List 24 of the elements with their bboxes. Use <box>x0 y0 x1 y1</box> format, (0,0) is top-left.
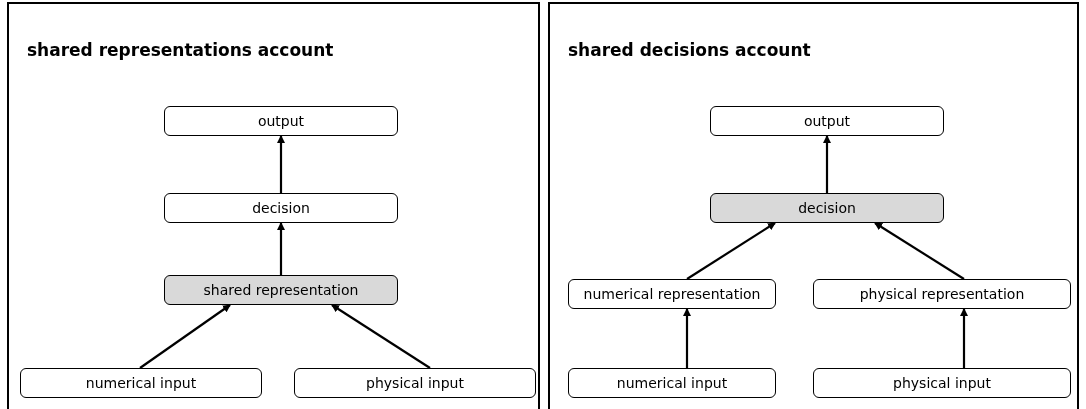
arrow <box>277 135 285 193</box>
arrow <box>686 222 776 280</box>
panel-frame <box>7 2 540 409</box>
panel-frame <box>548 2 1079 409</box>
arrow <box>277 222 285 275</box>
process-box: numerical input <box>568 368 776 398</box>
panel-heading: shared decisions account <box>568 40 811 60</box>
process-box: decision <box>710 193 944 223</box>
arrow <box>331 304 431 369</box>
arrow <box>823 135 831 193</box>
process-box: numerical representation <box>568 279 776 309</box>
process-box: decision <box>164 193 398 223</box>
process-box: output <box>164 106 398 136</box>
arrow <box>960 308 968 368</box>
process-box: physical input <box>294 368 536 398</box>
process-box: numerical input <box>20 368 262 398</box>
process-box: shared representation <box>164 275 398 305</box>
arrow <box>683 308 691 368</box>
arrow <box>139 304 231 369</box>
process-box: output <box>710 106 944 136</box>
panel-heading: shared representations account <box>27 40 334 60</box>
process-box: physical representation <box>813 279 1071 309</box>
arrow <box>874 222 965 280</box>
process-box: physical input <box>813 368 1071 398</box>
